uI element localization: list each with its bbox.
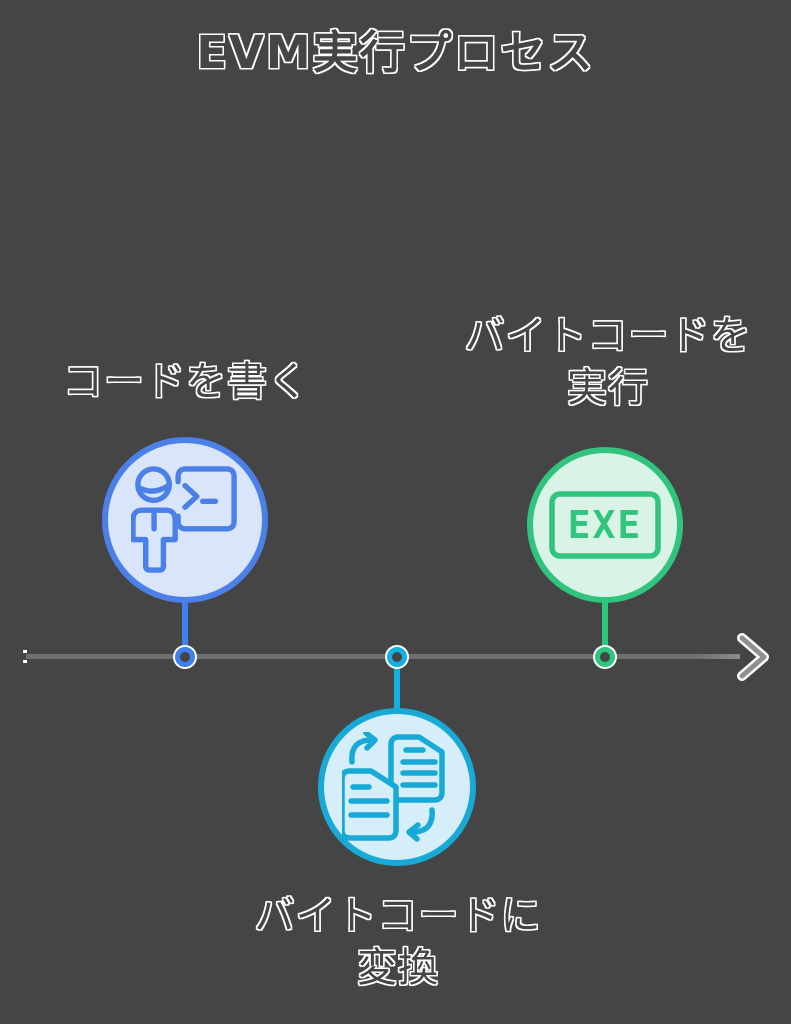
step-label-line: 実行 xyxy=(567,365,649,411)
step-label-execute-bytecode: バイトコードを 実行 xyxy=(408,310,791,414)
step-circle-write-code xyxy=(102,437,268,603)
step-label-line: コードを書く xyxy=(63,359,309,405)
exe-badge-icon: EXE xyxy=(549,491,661,559)
step-circle-convert-to-bytecode xyxy=(318,708,476,866)
timeline-start-tick xyxy=(23,660,27,663)
timeline-dot-execute-bytecode xyxy=(595,647,615,667)
step-label-line: バイトコードを xyxy=(464,313,752,359)
exe-label: EXE xyxy=(568,503,643,547)
connector-execute-bytecode xyxy=(602,600,608,648)
step-label-line: バイトコードに xyxy=(254,893,542,939)
diagram-title: EVM実行プロセス xyxy=(196,26,595,79)
timeline-dot-convert-to-bytecode xyxy=(387,647,407,667)
step-circle-execute-bytecode: EXE xyxy=(527,447,683,603)
connector-write-code xyxy=(182,600,188,648)
right-arrow-icon xyxy=(737,633,769,681)
person-terminal-icon xyxy=(131,466,237,573)
file-conversion-icon xyxy=(342,732,445,842)
step-label-write-code: コードを書く xyxy=(0,356,372,408)
timeline-dot-write-code xyxy=(175,647,195,667)
connector-convert-to-bytecode xyxy=(394,664,400,711)
step-label-line: 変換 xyxy=(357,945,439,991)
timeline-line xyxy=(26,654,740,659)
step-label-convert-to-bytecode: バイトコードに 変換 xyxy=(198,890,598,994)
timeline-start-tick xyxy=(23,650,27,653)
